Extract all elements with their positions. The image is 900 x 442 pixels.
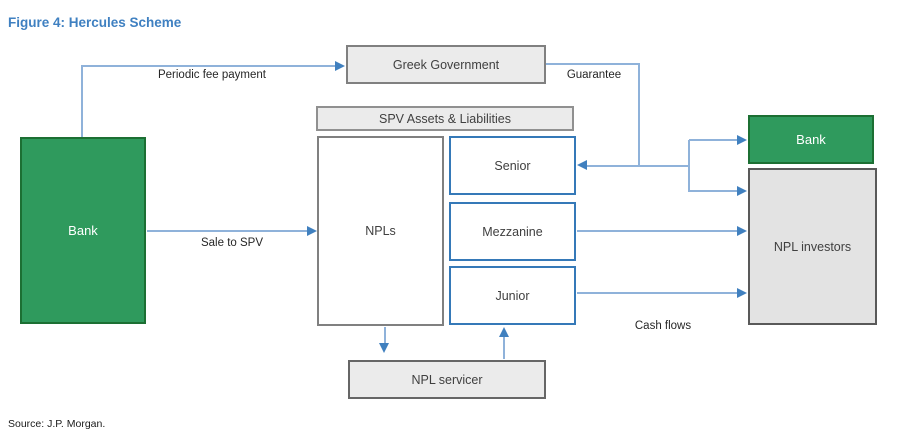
npls-to-servicer-arrowhead-icon	[379, 343, 389, 353]
senior-tranche-node: Senior	[449, 136, 576, 195]
mezzanine-label: Mezzanine	[482, 224, 543, 239]
mezzanine-to-investors-arrowhead-icon	[737, 226, 747, 236]
junior-to-investors-line	[577, 292, 737, 294]
mezzanine-to-investors-line	[577, 230, 737, 232]
senior-label: Senior	[494, 158, 531, 173]
bank-left-node: Bank	[20, 137, 146, 324]
senior-branch-line-vertical	[688, 140, 690, 192]
junior-tranche-node: Junior	[449, 266, 576, 325]
servicer-to-junior-line	[503, 337, 505, 359]
sale-to-spv-line	[147, 230, 307, 232]
figure-title: Figure 4: Hercules Scheme	[8, 15, 182, 30]
periodic-fee-label: Periodic fee payment	[157, 69, 267, 81]
periodic-fee-line-horizontal	[81, 65, 335, 67]
senior-to-bank-arrowhead-icon	[737, 135, 747, 145]
senior-to-bank-line	[689, 139, 737, 141]
spv-header-label: SPV Assets & Liabilities	[378, 111, 511, 126]
sale-to-spv-arrowhead-icon	[307, 226, 317, 236]
periodic-fee-arrowhead-icon	[335, 61, 345, 71]
sale-to-spv-label: Sale to SPV	[200, 237, 263, 249]
periodic-fee-line-vertical	[81, 66, 83, 137]
guarantee-arrowhead-icon	[577, 160, 587, 170]
mezzanine-tranche-node: Mezzanine	[449, 202, 576, 261]
spv-assets-liabilities-header: SPV Assets & Liabilities	[316, 106, 574, 131]
bank-right-node: Bank	[748, 115, 874, 164]
senior-feed-line	[587, 165, 689, 167]
greek-government-node: Greek Government	[346, 45, 546, 84]
npl-investors-node: NPL investors	[748, 168, 877, 325]
servicer-to-junior-arrowhead-icon	[499, 327, 509, 337]
npl-servicer-node: NPL servicer	[348, 360, 546, 399]
source-note: Source: J.P. Morgan.	[8, 418, 106, 430]
guarantee-line-horizontal	[546, 63, 639, 65]
npls-label: NPLs	[365, 224, 396, 238]
bank-right-label: Bank	[796, 132, 826, 147]
guarantee-label: Guarantee	[566, 69, 622, 81]
senior-to-investors-arrowhead-icon	[737, 186, 747, 196]
greek-government-label: Greek Government	[392, 57, 500, 72]
guarantee-line-vertical	[638, 63, 640, 166]
npl-investors-label: NPL investors	[773, 239, 852, 254]
cash-flows-label: Cash flows	[634, 320, 692, 332]
npls-node: NPLs	[317, 136, 444, 326]
senior-to-investors-line	[689, 190, 737, 192]
npl-servicer-label: NPL servicer	[411, 372, 483, 387]
bank-left-label: Bank	[68, 223, 98, 238]
junior-to-investors-arrowhead-icon	[737, 288, 747, 298]
junior-label: Junior	[495, 288, 530, 303]
npls-to-servicer-line	[384, 327, 386, 344]
